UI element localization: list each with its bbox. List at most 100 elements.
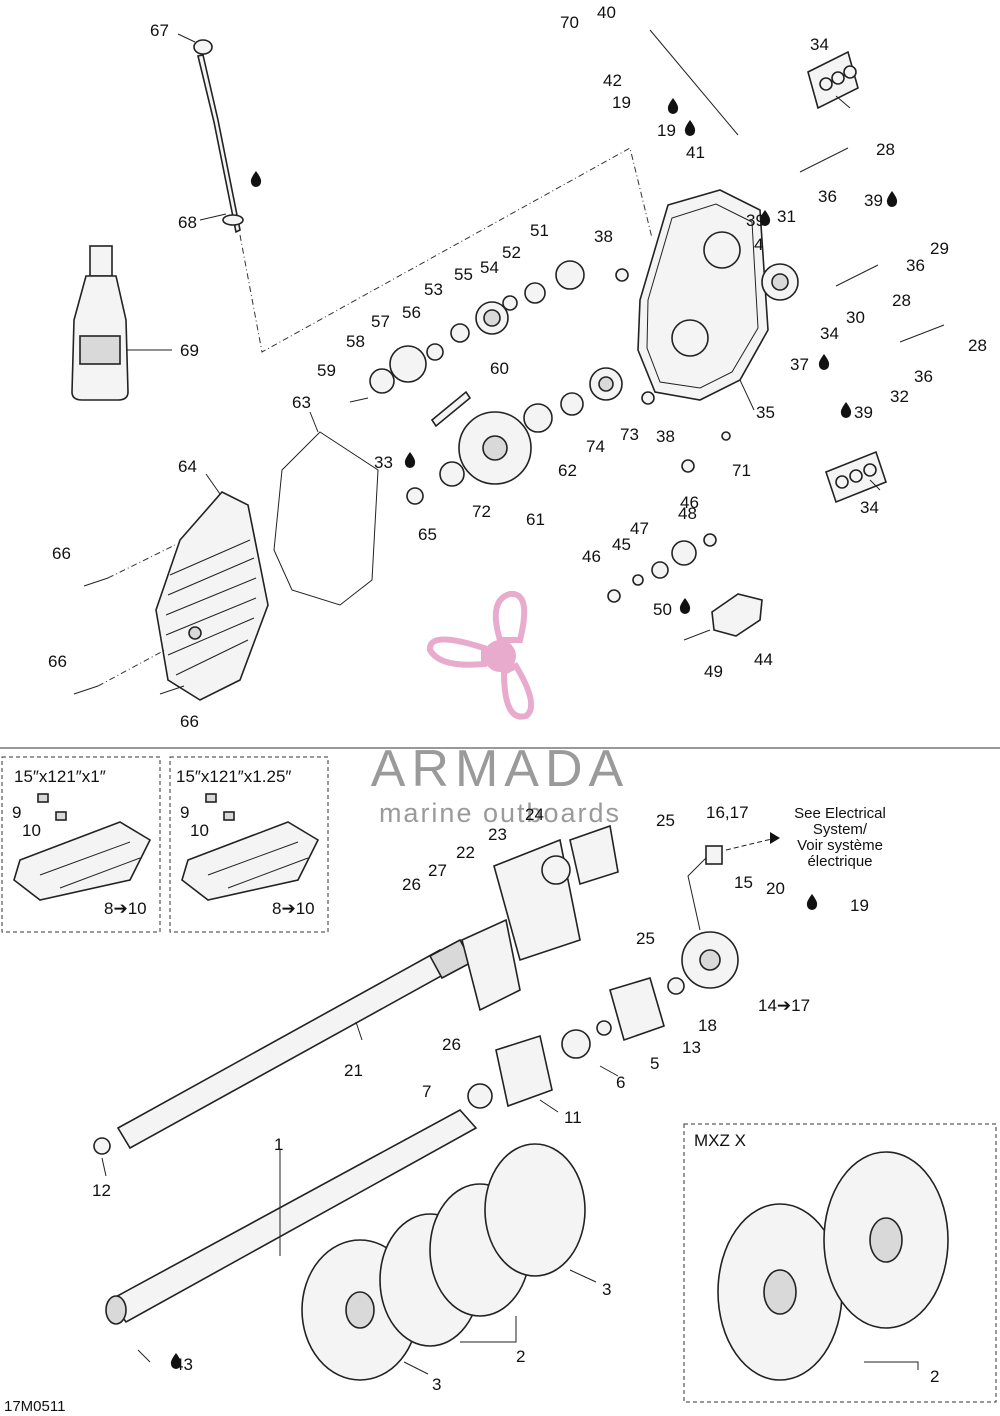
- callout-62: 62: [558, 461, 577, 480]
- electrical-note-line4: électrique: [807, 853, 872, 870]
- callout-19: 19: [657, 121, 676, 140]
- oil-drop-icon: [679, 598, 691, 614]
- callout-15: 15: [734, 873, 753, 892]
- oil-bottle-part: [71, 245, 172, 401]
- watermark-brand: ARMADA: [371, 740, 629, 798]
- oil-drop-icon: [759, 210, 771, 226]
- callout-66: 66: [52, 544, 71, 563]
- electrical-note-line3: Voir système: [797, 837, 883, 854]
- mxz-sprockets-part: [717, 1151, 949, 1381]
- oil-drop-icon: [684, 120, 696, 136]
- callout-20: 20: [766, 879, 785, 898]
- callout-48: 48: [678, 504, 697, 523]
- callout-52: 52: [502, 243, 521, 262]
- callout-64: 64: [178, 457, 197, 476]
- oil-drop-icon: [170, 1353, 182, 1369]
- bolt-parts: [649, 29, 945, 343]
- callout-11: 11: [564, 1108, 582, 1127]
- callout-31: 31: [777, 207, 796, 226]
- oil-drop-icon: [250, 171, 262, 187]
- callout-41: 41: [686, 143, 705, 162]
- callout-53: 53: [424, 280, 443, 299]
- callout-30: 30: [846, 308, 865, 327]
- callout-46: 46: [582, 547, 601, 566]
- oil-drop-icon: [840, 402, 852, 418]
- callout-65: 65: [418, 525, 437, 544]
- speed-sensor-part: [687, 832, 780, 931]
- callout-37: 37: [790, 355, 809, 374]
- callout-2: 2: [516, 1347, 525, 1366]
- callout-21: 21: [344, 1061, 363, 1080]
- callout-61: 61: [526, 510, 545, 529]
- inset-box-mxz: [683, 1123, 997, 1403]
- drive-axle-part: [105, 1108, 478, 1325]
- callout-74: 74: [586, 437, 605, 456]
- callout-14-17: 14➔17: [758, 996, 810, 1015]
- callout-3: 3: [432, 1375, 441, 1394]
- callout-66: 66: [180, 712, 199, 731]
- inset-track-b-label-8-10: 8➔10: [272, 899, 315, 918]
- leader-lines-upper: [177, 33, 881, 495]
- callout-33: 33: [374, 453, 393, 472]
- callout-58: 58: [346, 332, 365, 351]
- watermark-tagline: marine outboards: [379, 798, 621, 828]
- callout-36: 36: [914, 367, 933, 386]
- callout-39: 39: [864, 191, 883, 210]
- callout-69: 69: [180, 341, 199, 360]
- inset-track-a-label-10: 10: [22, 821, 41, 840]
- inset-box-track-b: [169, 756, 329, 933]
- callout-25: 25: [636, 929, 655, 948]
- callout-1: 1: [274, 1135, 283, 1154]
- callout-16-17: 16,17: [706, 803, 749, 822]
- callout-26: 26: [442, 1035, 461, 1054]
- electrical-note-line2: System/: [813, 821, 868, 838]
- callout-34: 34: [820, 324, 839, 343]
- track-a-drawing: [13, 793, 152, 901]
- callout-28: 28: [968, 336, 987, 355]
- inset-track-a-label-9: 9: [12, 803, 21, 822]
- callout-45: 45: [612, 535, 631, 554]
- callout-67: 67: [150, 21, 169, 40]
- callout-7: 7: [422, 1082, 431, 1101]
- callout-59: 59: [317, 361, 336, 380]
- callout-22: 22: [456, 843, 475, 862]
- callout-66: 66: [48, 652, 67, 671]
- callout-28: 28: [876, 140, 895, 159]
- callout-60: 60: [490, 359, 509, 378]
- callout-28: 28: [892, 291, 911, 310]
- inset-mxz-label-2: 2: [930, 1367, 939, 1386]
- gear-train-parts: [349, 260, 731, 505]
- callout-19: 19: [850, 896, 869, 915]
- drive-sprockets-part: [301, 1143, 586, 1381]
- callout-46: 46: [680, 493, 699, 512]
- callout-12: 12: [92, 1181, 111, 1200]
- spacer-set-bottom: [825, 450, 887, 504]
- oil-drop-icon: [818, 354, 830, 370]
- callout-40: 40: [597, 3, 616, 22]
- callout-39: 39: [854, 403, 873, 422]
- callout-72: 72: [472, 502, 491, 521]
- callout-50: 50: [653, 600, 672, 619]
- callout-34: 34: [810, 35, 829, 54]
- callout-63: 63: [292, 393, 311, 412]
- callout-24: 24: [525, 805, 544, 824]
- callout-34: 34: [860, 498, 879, 517]
- callout-38: 38: [594, 227, 613, 246]
- callout-51: 51: [530, 221, 549, 240]
- callout-47: 47: [630, 519, 649, 538]
- chaincase-housing-part: [637, 189, 799, 401]
- callout-35: 35: [756, 403, 775, 422]
- callout-29: 29: [930, 239, 949, 258]
- callout-54: 54: [480, 258, 499, 277]
- callout-23: 23: [488, 825, 507, 844]
- inset-track-a-title: 15″x121″x1″: [14, 767, 106, 786]
- callout-13: 13: [682, 1038, 701, 1057]
- oil-drop-icon: [886, 191, 898, 207]
- oil-drop-icon: [806, 894, 818, 910]
- oil-drop-icon: [667, 98, 679, 114]
- bearing-housing-parts: [461, 824, 739, 1109]
- callout-27: 27: [428, 861, 447, 880]
- figure-code: 17M0511: [4, 1398, 65, 1415]
- inset-track-b-title: 15″x121″x1.25″: [176, 767, 291, 786]
